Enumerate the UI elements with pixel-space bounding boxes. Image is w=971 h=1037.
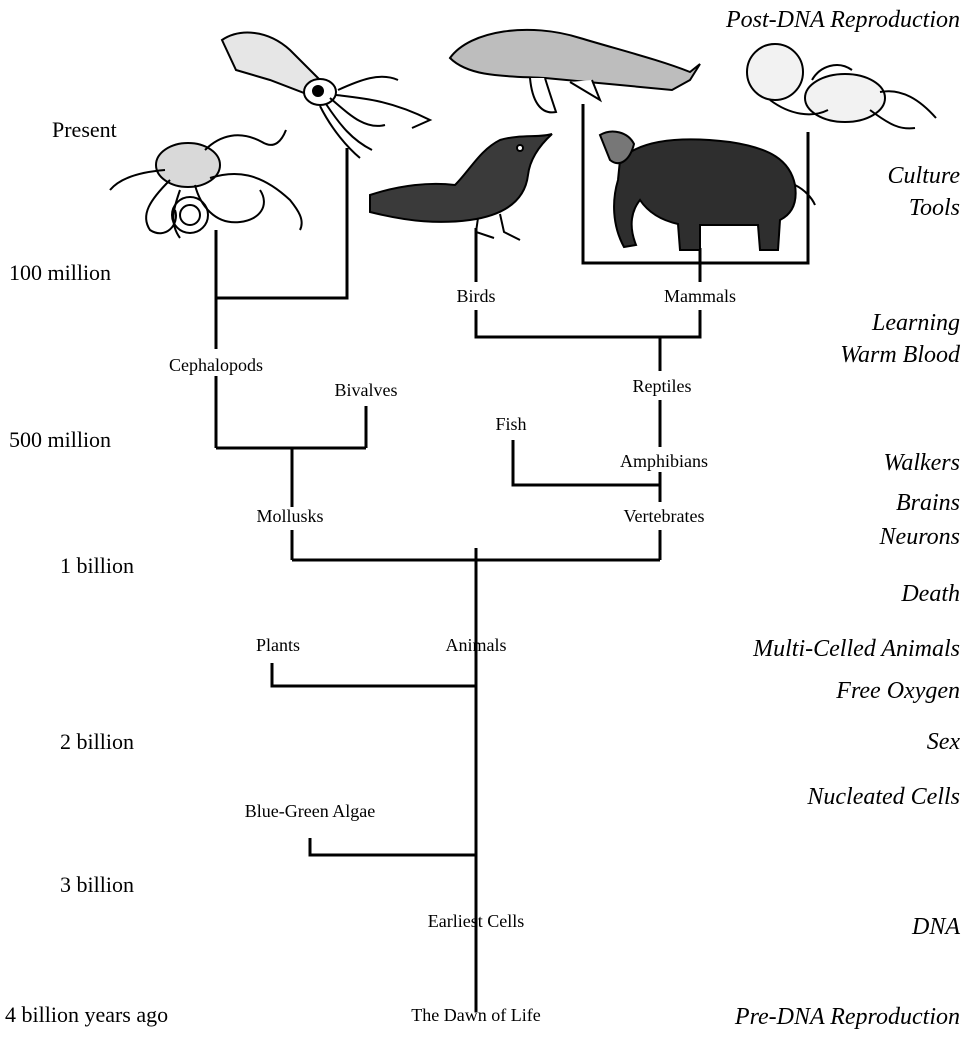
node-dawn-of-life: The Dawn of Life <box>411 1005 540 1025</box>
event-warm-blood: Warm Blood <box>840 342 961 368</box>
node-birds: Birds <box>456 286 495 306</box>
event-post-dna-reproduction: Post-DNA Reproduction <box>725 7 960 33</box>
node-vertebrates: Vertebrates <box>624 506 705 526</box>
node-earliest-cells: Earliest Cells <box>428 911 524 931</box>
node-amphibians: Amphibians <box>620 451 708 471</box>
plants-branch <box>272 663 476 686</box>
node-labels: Birds Mammals Cephalopods Bivalves Repti… <box>169 286 736 1025</box>
event-walkers: Walkers <box>884 450 960 476</box>
event-learning: Learning <box>871 310 960 336</box>
birds-mammals-fork <box>476 310 700 337</box>
time-label-present: Present <box>52 117 117 142</box>
node-reptiles: Reptiles <box>633 376 692 396</box>
event-free-oxygen: Free Oxygen <box>835 678 960 704</box>
whale-illustration <box>450 30 700 113</box>
event-multi-celled-animals: Multi-Celled Animals <box>752 636 960 662</box>
time-label-3-billion: 3 billion <box>60 872 134 897</box>
octopus-illustration <box>110 130 302 238</box>
event-tools: Tools <box>909 195 960 221</box>
event-neurons: Neurons <box>879 524 960 550</box>
node-animals: Animals <box>446 635 507 655</box>
time-label-1-billion: 1 billion <box>60 553 134 578</box>
node-blue-green-algae: Blue-Green Algae <box>245 801 375 821</box>
tree-lines <box>216 104 808 1012</box>
node-mammals: Mammals <box>664 286 736 306</box>
squid-illustration <box>222 33 430 158</box>
event-death: Death <box>900 581 960 607</box>
node-mollusks: Mollusks <box>256 506 323 526</box>
node-bivalves: Bivalves <box>335 380 398 400</box>
node-cephalopods: Cephalopods <box>169 355 263 375</box>
time-axis: Present 100 million 500 million 1 billio… <box>5 117 168 1027</box>
time-label-500-million: 500 million <box>9 427 111 452</box>
algae-branch <box>310 838 476 855</box>
event-brains: Brains <box>896 490 960 516</box>
event-sex: Sex <box>927 729 961 755</box>
event-pre-dna-reproduction: Pre-DNA Reproduction <box>734 1004 960 1030</box>
bird-illustration <box>370 134 552 240</box>
time-label-2-billion: 2 billion <box>60 729 134 754</box>
event-dna: DNA <box>911 914 960 940</box>
time-label-100-million: 100 million <box>9 260 111 285</box>
elephant-illustration <box>600 132 815 250</box>
time-label-4-billion: 4 billion years ago <box>5 1002 168 1027</box>
event-nucleated-cells: Nucleated Cells <box>806 784 960 810</box>
baby-illustration <box>747 44 936 128</box>
node-fish: Fish <box>495 414 526 434</box>
event-culture: Culture <box>888 163 961 189</box>
node-plants: Plants <box>256 635 300 655</box>
